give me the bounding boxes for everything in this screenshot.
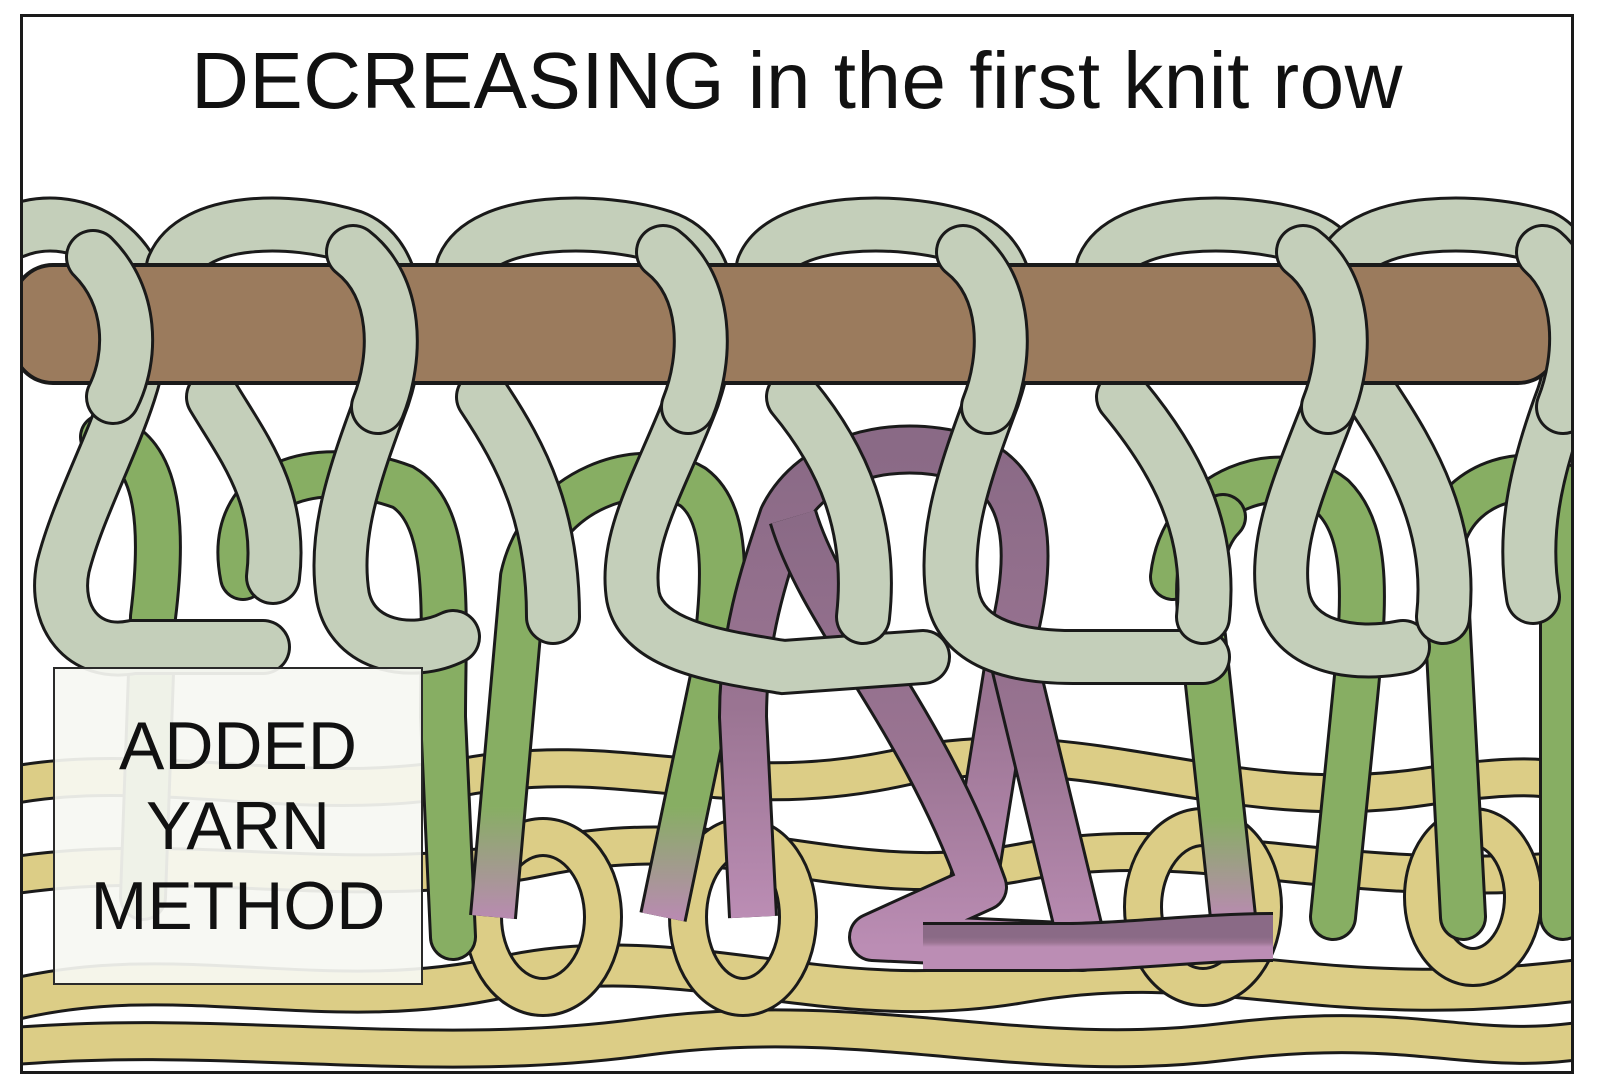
method-label: ADDED YARN METHOD (53, 667, 423, 985)
method-label-line-2: YARN (146, 788, 330, 864)
purple-decrease-stitches (718, 424, 1274, 972)
method-label-line-1: ADDED (118, 708, 358, 784)
diagram-frame: DECREASING in the first knit row (20, 14, 1574, 1074)
loop-front-strands (65, 224, 1571, 435)
knitting-illustration (23, 196, 1571, 1069)
diagram-title: DECREASING in the first knit row (191, 36, 1403, 125)
method-label-line-3: METHOD (90, 868, 386, 944)
